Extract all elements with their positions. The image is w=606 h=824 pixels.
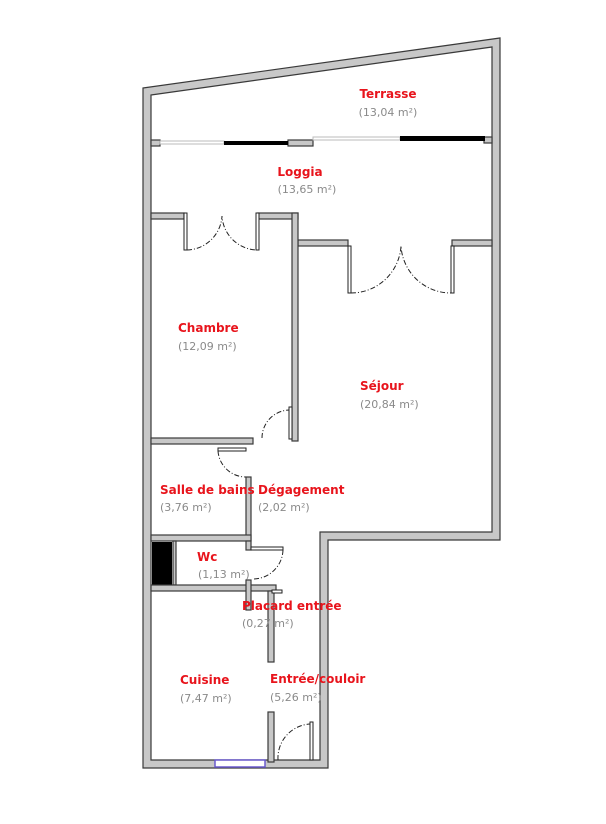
- wall: [172, 540, 177, 586]
- wall: [245, 579, 252, 611]
- room-area: (7,47 m²): [180, 692, 232, 705]
- room-labels: Terrasse (13,04 m²) Loggia (13,65 m²) Ch…: [160, 87, 419, 705]
- wall: [451, 239, 493, 247]
- room-area: (13,04 m²): [359, 106, 418, 119]
- wall: [150, 437, 254, 445]
- room-area: (5,26 m²): [270, 691, 322, 704]
- wall: [245, 540, 252, 551]
- room-name: Cuisine: [180, 673, 229, 687]
- room-area: (12,09 m²): [178, 340, 237, 353]
- kitchen-window[interactable]: [214, 759, 266, 768]
- room-name: Wc: [197, 550, 217, 564]
- wall: [150, 534, 252, 542]
- room-area: (1,13 m²): [198, 568, 250, 581]
- room-area: (3,76 m²): [160, 501, 212, 514]
- wall-stub: [150, 139, 161, 147]
- room-name: Terrasse: [359, 87, 416, 101]
- wall: [150, 212, 185, 220]
- shaft: [152, 542, 172, 585]
- room-name: Chambre: [178, 321, 239, 335]
- wall: [297, 239, 349, 247]
- room-name: Séjour: [360, 379, 404, 393]
- room-area: (0,27 m²): [242, 617, 294, 630]
- room-name: Entrée/couloir: [270, 672, 365, 686]
- doors[interactable]: [183, 212, 455, 761]
- room-name: Placard entrée: [242, 599, 342, 613]
- wall: [291, 212, 299, 442]
- room-name: Salle de bains: [160, 483, 255, 497]
- outer-wall: [142, 37, 501, 769]
- room-area: (2,02 m²): [258, 501, 310, 514]
- wall: [150, 584, 277, 592]
- wall: [267, 711, 275, 763]
- room-area: (13,65 m²): [278, 183, 337, 196]
- wall-stub: [483, 136, 493, 144]
- room-name: Dégagement: [258, 483, 345, 497]
- wall-stub: [287, 139, 314, 147]
- sliding-bay-windows[interactable]: [159, 136, 485, 145]
- room-area: (20,84 m²): [360, 398, 419, 411]
- walls: [142, 37, 501, 769]
- wall: [267, 590, 275, 663]
- room-name: Loggia: [277, 165, 322, 179]
